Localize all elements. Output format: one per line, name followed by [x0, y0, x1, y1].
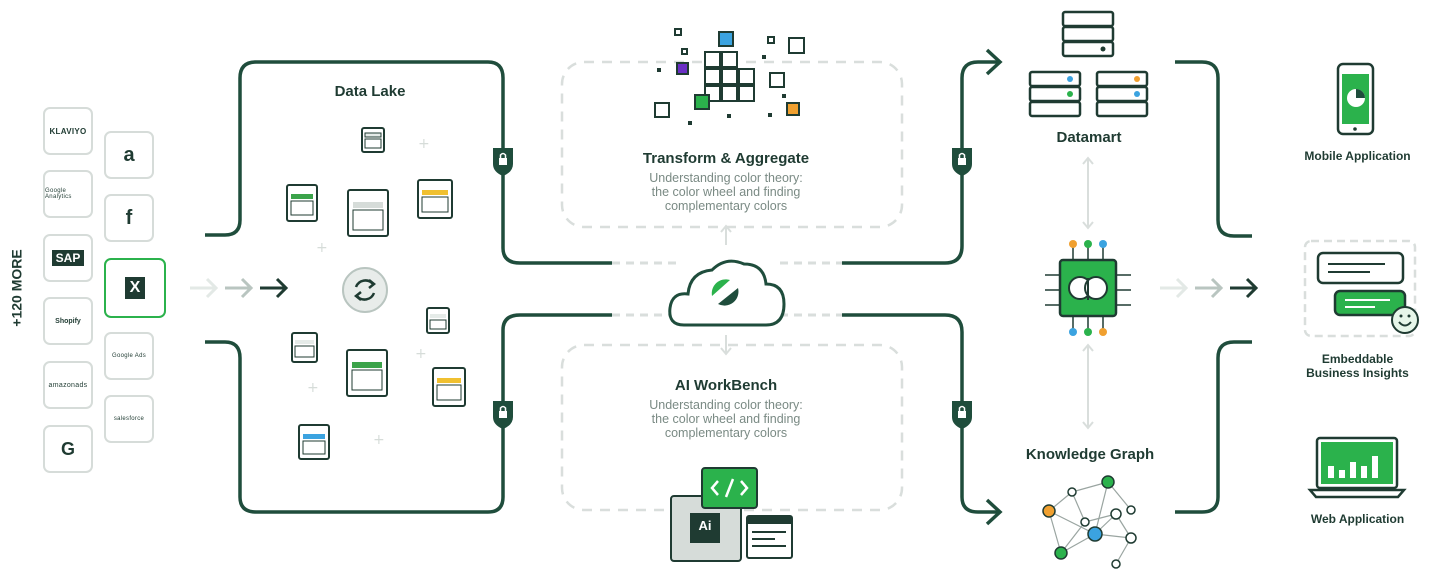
datamart-path: [842, 60, 1000, 265]
datamart-arrow: [985, 48, 1003, 76]
data-lake-top-path: [205, 60, 612, 265]
shopify-logo: Shopify: [55, 317, 81, 325]
data-lake-title: Data Lake: [334, 83, 406, 100]
spreadsheet-icon: [432, 367, 466, 407]
svg-text:+: +: [415, 346, 427, 362]
facebook-logo: f: [125, 206, 133, 229]
ai-chip-icon: [1045, 240, 1131, 336]
lock-icon: [493, 148, 513, 176]
workbench-title: AI WorkBench: [674, 377, 778, 394]
lock-icon: [952, 148, 972, 176]
embeddable-label-line-2: Business Insights: [1306, 366, 1409, 380]
spreadsheet-icon: [347, 189, 389, 237]
transform-desc-line-1: Understanding color theory:: [649, 171, 803, 185]
kg-path: [842, 313, 1000, 514]
embeddable-label-line-1: Embeddable: [1321, 352, 1394, 366]
google-ads-tile[interactable]: Google Ads: [104, 332, 154, 380]
lock-icon: [952, 401, 972, 429]
data-lake-bottom-path: [205, 313, 612, 514]
left-chevron-arrows: [190, 277, 289, 299]
mobile-phone-icon: [1336, 62, 1375, 136]
laptop-icon: [1307, 436, 1407, 499]
spreadsheet-icon: [346, 349, 388, 397]
spreadsheet-icon: [298, 424, 330, 460]
klaviyo-logo: KLAVIYO: [49, 126, 87, 136]
transform-desc-line-3: complementary colors: [664, 199, 788, 213]
google-logo: G: [60, 438, 75, 459]
workbench-desc-line-2: the color wheel and finding: [651, 412, 801, 426]
workbench-desc-line-1: Understanding color theory:: [649, 398, 803, 412]
spreadsheet-icon: [417, 179, 453, 219]
knowledge-graph-title: Knowledge Graph: [1025, 446, 1155, 463]
output-bottom-path: [1175, 340, 1252, 514]
knowledge-graph-icon: [1042, 475, 1137, 569]
google-analytics-tile[interactable]: Google Analytics: [43, 170, 93, 218]
salesforce-logo: salesforce: [113, 416, 145, 422]
amazon-ads-tile[interactable]: amazonads: [43, 361, 93, 409]
svg-text:+: +: [418, 136, 430, 152]
amazon-logo: a: [123, 143, 135, 166]
web-application-label: Web Application: [1310, 512, 1405, 526]
transform-title: Transform & Aggregate: [642, 150, 810, 167]
ai-badge: Ai: [698, 518, 712, 533]
lock-icon: [493, 401, 513, 429]
amazon-tile[interactable]: a: [104, 131, 154, 179]
klaviyo-tile[interactable]: KLAVIYO: [43, 107, 93, 155]
google-ads-logo: Google Ads: [111, 353, 147, 359]
transform-pixels-icon: [654, 28, 805, 125]
spreadsheet-icon: [361, 127, 385, 153]
shopify-tile[interactable]: Shopify: [43, 297, 93, 345]
spreadsheet-icon: [291, 332, 318, 363]
kg-arrow: [985, 498, 1003, 526]
sap-logo: SAP: [51, 250, 85, 266]
amazon-ads-logo: amazonads: [48, 381, 88, 389]
facebook-tile[interactable]: f: [104, 194, 154, 242]
svg-text:+: +: [373, 432, 385, 448]
google-tile[interactable]: G: [43, 425, 93, 473]
google-analytics-logo: Google Analytics: [45, 188, 72, 200]
output-top-path: [1175, 60, 1252, 238]
embedded-insights-icon: [1303, 239, 1419, 338]
more-integrations-label: +120 MORE: [8, 249, 25, 327]
salesforce-tile[interactable]: salesforce: [104, 395, 154, 443]
transform-desc-line-2: the color wheel and finding: [651, 185, 801, 199]
svg-text:+: +: [316, 240, 328, 256]
excel-logo: X: [124, 277, 146, 299]
mobile-application-label: Mobile Application: [1304, 149, 1411, 163]
cloud-icon: [668, 259, 786, 327]
spreadsheet-icon: [286, 184, 318, 222]
spreadsheet-icon: [426, 307, 450, 334]
ai-workbench-icon: [670, 467, 793, 562]
datamart-title: Datamart: [1056, 129, 1122, 146]
excel-tile[interactable]: X: [104, 258, 166, 318]
svg-text:+: +: [307, 380, 319, 396]
right-chevron-arrows: [1160, 277, 1259, 299]
workbench-desc-line-3: complementary colors: [664, 426, 788, 440]
server-icon: [1028, 10, 1149, 118]
sap-tile[interactable]: SAP: [43, 234, 93, 282]
sync-icon: [342, 267, 388, 313]
